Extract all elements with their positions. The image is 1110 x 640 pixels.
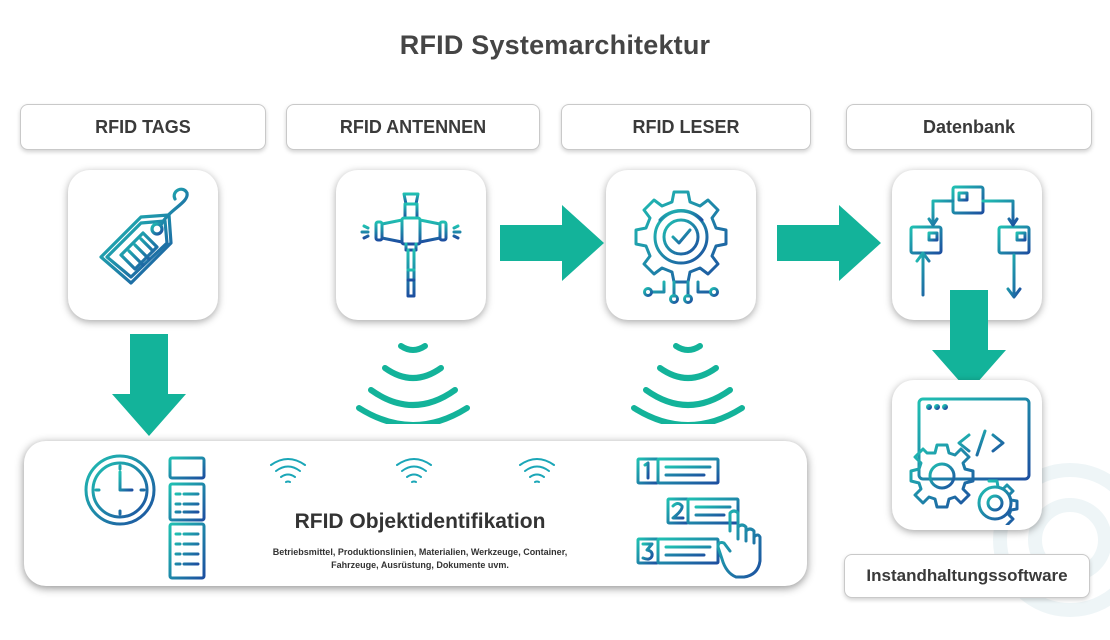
- arrow-antenna-to-reader-icon: [500, 205, 604, 281]
- card-rfid-leser: [606, 170, 756, 320]
- antenna-icon: [360, 192, 462, 298]
- wifi-icon: [519, 458, 555, 483]
- label-datenbank: Datenbank: [846, 104, 1092, 150]
- identification-description: Betriebsmittel, Produktionslinien, Mater…: [272, 547, 568, 570]
- code-window-gears-icon: [909, 397, 1031, 525]
- card-instandhaltungssoftware: [892, 380, 1042, 530]
- wifi-icon: [270, 458, 306, 483]
- card-rfid-antennen: [336, 170, 486, 320]
- arrow-tags-to-identification-icon: [112, 334, 186, 436]
- signal-waves-reader-icon: [631, 343, 745, 424]
- arrow-reader-to-database-icon: [777, 205, 881, 281]
- card-datenbank: [892, 170, 1042, 320]
- wifi-icon: [396, 458, 432, 483]
- label-rfid-tags: RFID TAGS: [20, 104, 266, 150]
- card-rfid-tags: [68, 170, 218, 320]
- identification-title: RFID Objektidentifikation: [294, 510, 546, 533]
- label-rfid-antennen: RFID ANTENNEN: [286, 104, 540, 150]
- database-flow-icon: [909, 185, 1031, 299]
- label-instandhaltungssoftware: Instandhaltungssoftware: [844, 554, 1090, 598]
- diagram-title: RFID Systemarchitektur: [399, 30, 711, 60]
- numbered-list-hand-icon: [636, 457, 762, 579]
- arrow-database-to-software-icon: [932, 290, 1006, 392]
- tag-icon: [99, 187, 189, 285]
- signal-waves-antenna-icon: [356, 343, 470, 424]
- clock-checklist-icon: [84, 454, 206, 580]
- label-rfid-leser: RFID LESER: [561, 104, 811, 150]
- gear-check-icon: [634, 190, 728, 304]
